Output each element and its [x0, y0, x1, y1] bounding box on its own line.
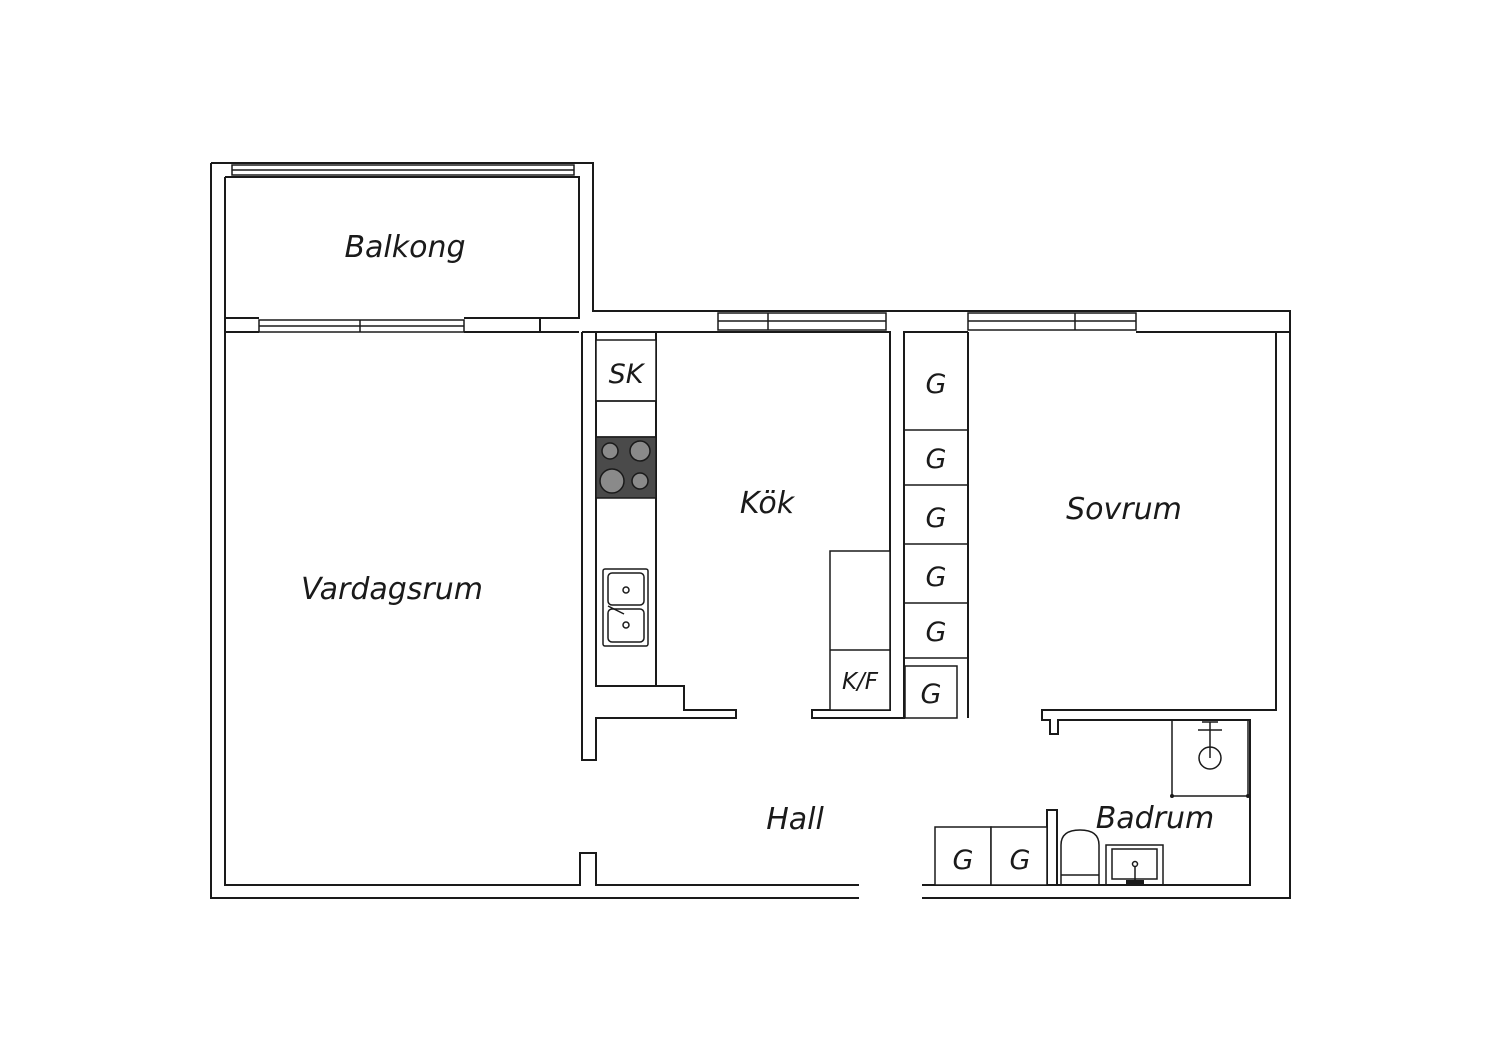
hall-wardrobes — [934, 826, 1048, 886]
label-wardrobe-4: G — [926, 562, 947, 593]
toilet-icon — [1060, 829, 1100, 885]
room-label-hall: Hall — [766, 802, 824, 837]
label-wardrobe-2: G — [926, 444, 947, 475]
label-kf: K/F — [842, 669, 879, 695]
room-label-badrum: Badrum — [1096, 801, 1215, 836]
wardrobes — [904, 429, 968, 719]
sink-icon — [602, 568, 649, 647]
label-wardrobe-1: G — [926, 369, 947, 400]
shower-icon — [1170, 719, 1250, 798]
label-hall-wardrobe-2: G — [1010, 845, 1031, 876]
room-label-kok: Kök — [740, 486, 796, 521]
windows — [231, 164, 1137, 333]
label-wardrobe-6: G — [921, 679, 942, 710]
sk-cabinet — [595, 339, 657, 402]
label-hall-wardrobe-1: G — [953, 845, 974, 876]
outer-walls — [210, 162, 1291, 899]
room-label-sovrum: Sovrum — [1066, 492, 1182, 527]
label-wardrobe-5: G — [926, 617, 947, 648]
bathroom-fixtures — [1060, 719, 1250, 886]
kitchen-fixtures — [595, 339, 891, 711]
fridge-cabinet — [829, 550, 891, 711]
label-sk: SK — [609, 359, 646, 390]
room-label-vardagsrum: Vardagsrum — [301, 572, 483, 607]
label-wardrobe-3: G — [926, 503, 947, 534]
room-label-balkong: Balkong — [344, 230, 465, 265]
washbasin-icon — [1105, 844, 1164, 886]
wardrobe-box — [904, 665, 958, 719]
